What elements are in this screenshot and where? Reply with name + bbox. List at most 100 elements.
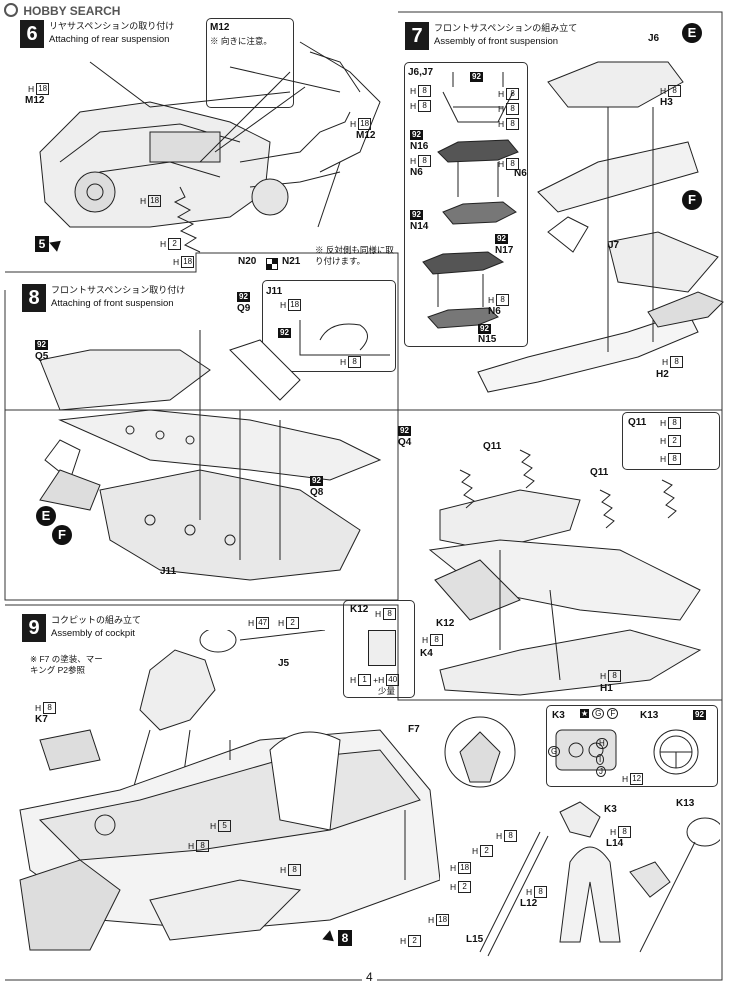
label-q9: Q9 bbox=[237, 303, 251, 314]
k12-detail-box bbox=[343, 600, 415, 698]
chassis-floor-illustration bbox=[39, 320, 390, 581]
step-title-en: Assembly of front suspension bbox=[434, 36, 559, 47]
label-k4: K4 bbox=[420, 648, 433, 659]
paint-code-92-q8: 92 bbox=[310, 476, 323, 486]
front-suspension-parts bbox=[422, 61, 724, 393]
q11-detail-box bbox=[622, 412, 720, 470]
small-amount-note: 少量 bbox=[378, 686, 396, 696]
label-k3: K3 bbox=[604, 804, 617, 815]
label-n14: N14 bbox=[410, 221, 429, 232]
star-icon: ★ bbox=[580, 709, 590, 718]
label-j6: J6 bbox=[648, 33, 660, 44]
step-6-header: 6 リヤサスペンションの取り付け Attaching of rear suspe… bbox=[20, 20, 174, 48]
step-title-en: Attaching of front suspension bbox=[51, 298, 174, 309]
label-n6-c: N6 bbox=[488, 306, 501, 317]
symmetric-icon bbox=[266, 258, 278, 270]
label-n21: N21 bbox=[282, 256, 301, 267]
j11-detail-box bbox=[262, 280, 396, 372]
step-title-jp: リヤサスペンションの取り付け bbox=[49, 21, 175, 31]
marker-f: F bbox=[682, 190, 702, 210]
m12-detail-box bbox=[206, 18, 294, 108]
step-title-en: Assembly of cockpit bbox=[51, 628, 135, 639]
label-q4: Q4 bbox=[398, 437, 412, 448]
j6-j7-detail-box bbox=[404, 62, 528, 347]
label-f7: F7 bbox=[408, 724, 420, 735]
label-n6-a: N6 bbox=[410, 167, 423, 178]
step-7-header: 7 フロントサスペンションの組み立て Assembly of front sus… bbox=[405, 22, 577, 50]
label-n20: N20 bbox=[238, 256, 257, 267]
site-logo: HOBBY SEARCH bbox=[4, 3, 120, 18]
step-title-jp: フロントサスペンション取り付け bbox=[51, 285, 186, 295]
k3-color-legend: ★ G F bbox=[580, 708, 619, 719]
label-h3: H3 bbox=[660, 97, 673, 108]
f7-painting-note: ※ F7 の塗装、マーキング P2参照 bbox=[30, 654, 103, 675]
label-k12-detail: K12 bbox=[350, 604, 369, 615]
paint-code-92-n15: 92 bbox=[478, 324, 491, 334]
label-j7: J7 bbox=[608, 240, 620, 251]
step-9-header: 9 コクピットの組み立て Assembly of cockpit bbox=[22, 614, 141, 642]
paint-code-92: 92 bbox=[470, 72, 483, 82]
label-h1: H1 bbox=[600, 683, 613, 694]
arrow-to-step-8: 8 bbox=[322, 930, 352, 946]
marker-f-step8: F bbox=[52, 525, 72, 545]
label-m12-right: M12 bbox=[356, 130, 376, 141]
label-k13: K13 bbox=[676, 798, 695, 809]
marker-e-step8: E bbox=[36, 506, 56, 526]
label-n17: N17 bbox=[495, 245, 514, 256]
paint-code-92-j11: 92 bbox=[278, 328, 291, 338]
label-j11: J11 bbox=[160, 566, 177, 577]
step-number: 8 bbox=[22, 284, 46, 312]
paint-code-92-q4: 92 bbox=[398, 426, 411, 436]
cockpit-illustration bbox=[19, 630, 440, 951]
label-k7: K7 bbox=[35, 714, 48, 725]
marker-e: E bbox=[682, 23, 702, 43]
label-l14: L14 bbox=[606, 838, 624, 849]
step-title-en: Attaching of rear suspension bbox=[49, 34, 170, 45]
label-h2: H2 bbox=[656, 369, 669, 380]
label-n16: N16 bbox=[410, 141, 429, 152]
label-q8: Q8 bbox=[310, 487, 324, 498]
rear-suspension-illustration bbox=[39, 41, 381, 253]
label-q11-detail: Q11 bbox=[628, 417, 647, 428]
label-k12: K12 bbox=[436, 618, 455, 629]
label-l15: L15 bbox=[466, 934, 484, 945]
paint-code-92-n17: 92 bbox=[495, 234, 508, 244]
k12-part-sketch bbox=[368, 630, 396, 666]
step-title-jp: フロントサスペンションの組み立て bbox=[434, 23, 578, 33]
step-number: 7 bbox=[405, 22, 429, 50]
label-l12: L12 bbox=[520, 898, 538, 909]
m12-detail-title: M12 bbox=[210, 22, 230, 33]
label-n15: N15 bbox=[478, 334, 497, 345]
